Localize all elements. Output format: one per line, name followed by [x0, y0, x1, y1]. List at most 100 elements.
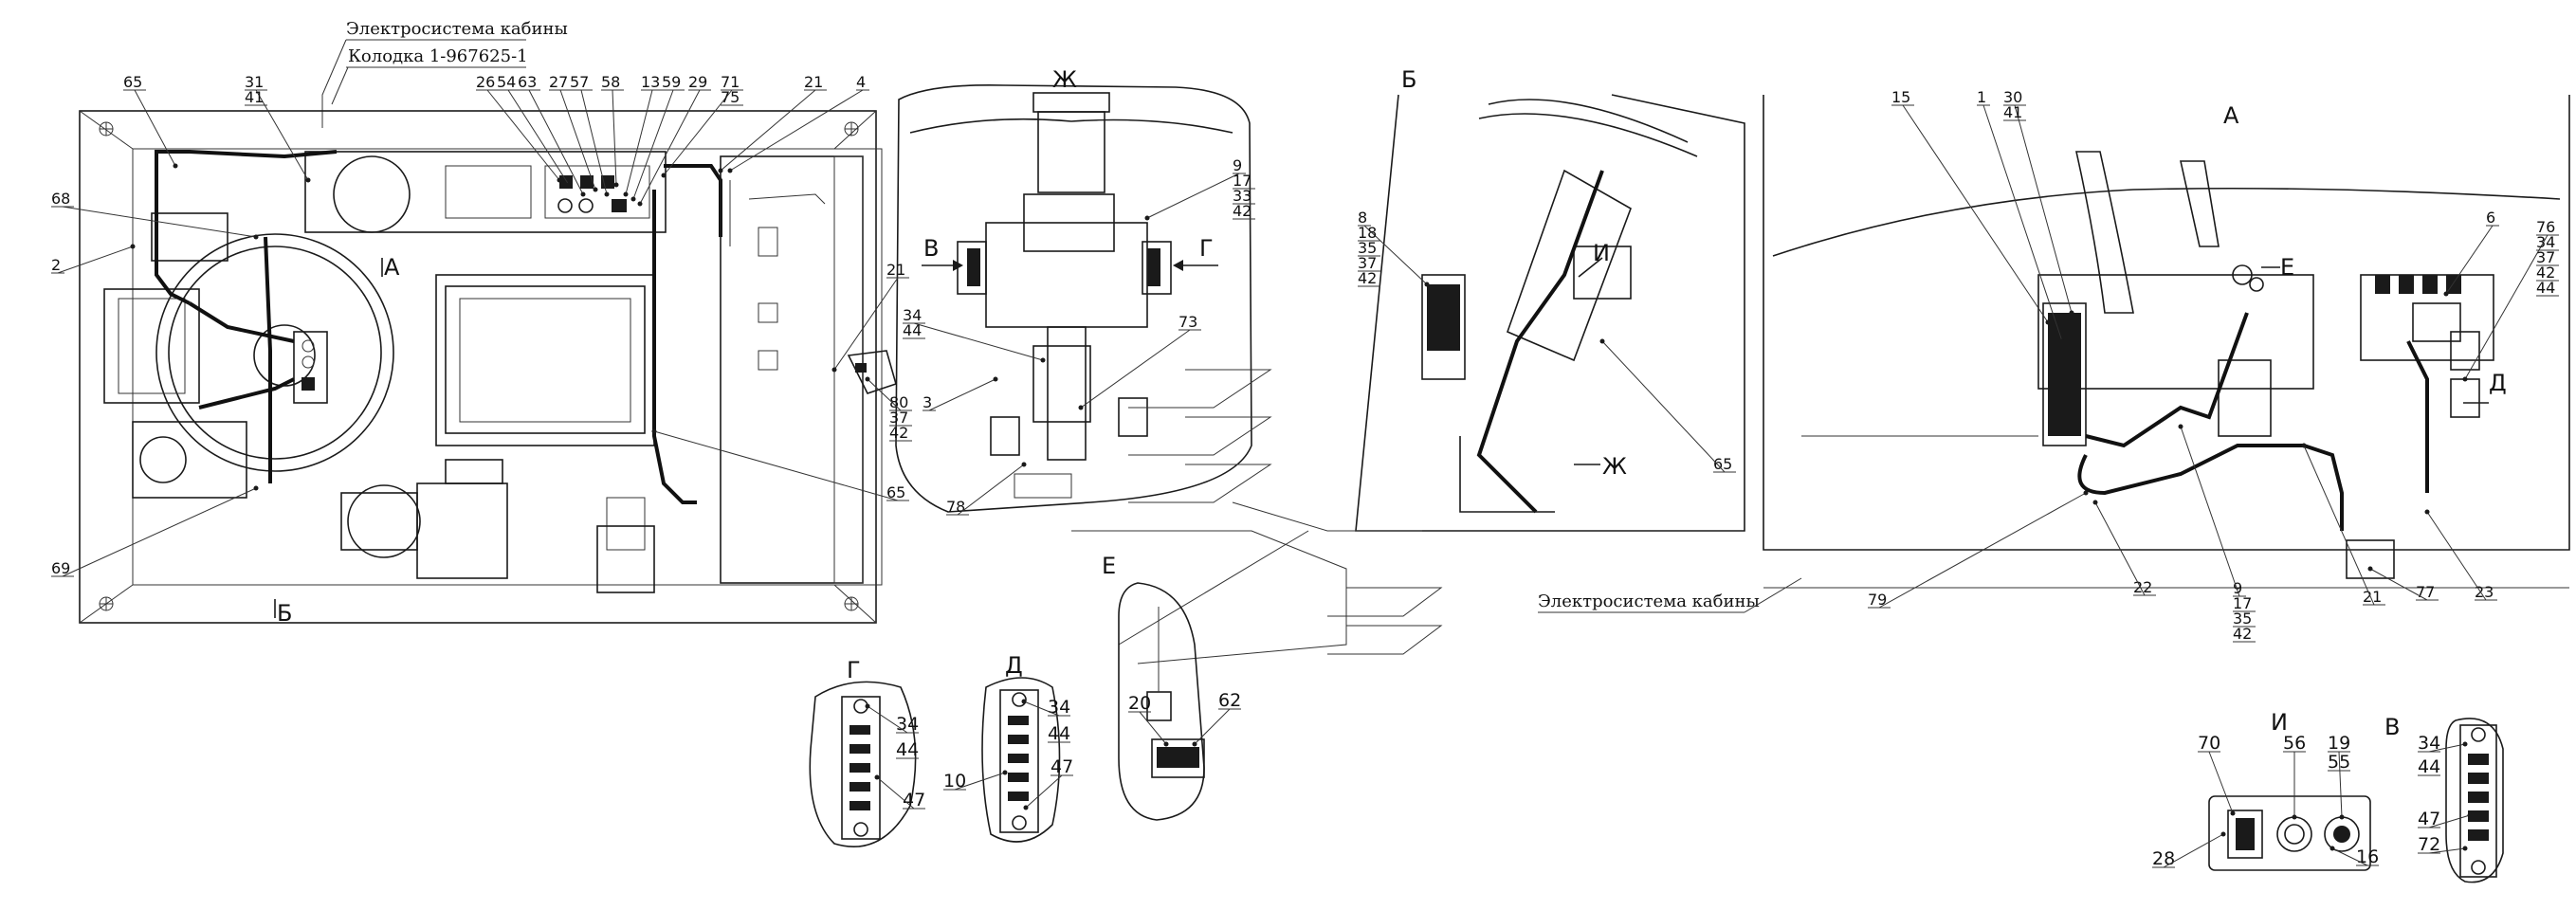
pump-77 — [2346, 539, 2395, 579]
callout-c56: 21 — [2363, 588, 2382, 606]
detail-e: Е — [1102, 553, 1205, 821]
callout-dot-c74 — [2462, 741, 2468, 747]
callout-dot-c56 — [2301, 443, 2307, 448]
view-label-a: А — [2223, 102, 2239, 129]
callout-c76: 47 — [2418, 809, 2440, 829]
callout-dot-c72 — [2220, 831, 2226, 837]
callout-dot-c70 — [2339, 814, 2345, 820]
callout-c60: 44 — [896, 739, 919, 760]
plan-view-panel: А Б — [79, 110, 897, 627]
callout-c39: 65 — [1713, 455, 1732, 473]
callout-dot-c1 — [173, 163, 178, 169]
callout-c41: 1 — [1977, 88, 1986, 106]
callout-c9: 58 — [601, 73, 620, 91]
callout-leader-c34 — [1363, 225, 1428, 285]
callout-dot-c44 — [2443, 291, 2449, 297]
callout-leader-c22 — [867, 378, 902, 411]
callout-leader-c30 — [913, 322, 1044, 361]
callout-c40: 15 — [1891, 88, 1910, 106]
callout-leader-c6 — [528, 89, 584, 195]
callout-dot-c32 — [993, 376, 998, 382]
callout-leader-c58 — [2426, 511, 2487, 601]
callout-c26: 17 — [1233, 172, 1251, 190]
callout-c45: 76 — [2536, 218, 2555, 236]
callout-c28: 42 — [1233, 202, 1251, 220]
callout-c25: 9 — [1233, 156, 1242, 174]
view-b: Б И Ж — [1071, 66, 1745, 664]
callout-c32: 3 — [923, 393, 932, 411]
callout-c72: 28 — [2152, 848, 2175, 869]
callout-dot-c16 — [727, 168, 733, 173]
callout-c48: 42 — [2536, 264, 2555, 282]
callout-dot-c7 — [593, 187, 598, 192]
view-label-b: Б — [1401, 66, 1416, 93]
callout-dot-c50 — [2083, 490, 2089, 496]
callout-c43: 41 — [2003, 103, 2022, 121]
view-arrow-e: Е — [2280, 254, 2294, 281]
callout-c54: 35 — [2233, 610, 2252, 628]
switch-block-v — [2459, 724, 2497, 878]
callout-dot-c9 — [613, 182, 619, 188]
callout-leader-c11 — [632, 89, 674, 200]
callout-dot-c67 — [1192, 741, 1197, 747]
callout-c74: 34 — [2418, 733, 2440, 754]
dashboard-outline — [304, 151, 667, 233]
callout-leader-c77 — [2428, 847, 2466, 854]
view-arrow-zh-2: Ж — [1602, 453, 1627, 480]
callout-c14: 75 — [721, 88, 740, 106]
callout-leader-c16 — [729, 89, 864, 172]
callout-c69: 56 — [2283, 733, 2306, 754]
steering-wheel — [155, 233, 394, 472]
callout-leader-c56 — [2303, 445, 2375, 606]
callout-dot-c58 — [2424, 509, 2430, 515]
callout-leader-c68 — [2208, 751, 2234, 814]
callout-leader-c13 — [663, 89, 733, 176]
callout-leader-c32 — [928, 378, 996, 411]
switch-block-d — [999, 689, 1039, 833]
callout-dot-c17 — [253, 234, 259, 240]
callout-dot-c13 — [661, 173, 667, 178]
callout-c17: 68 — [51, 190, 70, 208]
callout-c27: 33 — [1233, 187, 1251, 205]
callout-c11: 59 — [662, 73, 681, 91]
callout-c15: 21 — [804, 73, 823, 91]
callout-dot-c68 — [2230, 810, 2236, 816]
round-button-56 — [2276, 816, 2312, 852]
callout-c4: 26 — [476, 73, 495, 91]
callout-dot-c10 — [623, 191, 629, 197]
detail-label-d: Д — [1005, 652, 1023, 679]
callout-leader-c66 — [1139, 711, 1167, 745]
callout-leader-c62 — [1023, 701, 1060, 717]
callout-leader-c7 — [559, 89, 596, 191]
seat-block — [103, 288, 200, 404]
callout-dot-c66 — [1163, 741, 1169, 747]
callout-c57: 77 — [2416, 583, 2435, 601]
callout-dot-c4 — [557, 177, 562, 183]
callout-leader-c10 — [625, 89, 653, 195]
callout-dot-c76 — [2467, 812, 2473, 818]
callout-c16: 4 — [856, 73, 866, 91]
callout-c73: 16 — [2356, 846, 2379, 867]
callout-c29: 73 — [1178, 313, 1197, 331]
switch-block-g — [841, 696, 881, 840]
callout-leader-c74 — [2428, 743, 2466, 753]
detail-label-v: В — [2384, 714, 2400, 740]
callout-dot-c19 — [253, 485, 259, 491]
callout-c44: 6 — [2486, 209, 2495, 227]
callout-c52: 9 — [2233, 579, 2242, 597]
callout-leader-c52 — [2180, 426, 2240, 597]
callout-dot-c5 — [566, 182, 572, 188]
callout-c19: 69 — [51, 559, 70, 577]
callout-c18: 2 — [51, 256, 61, 274]
callout-dot-c69 — [2292, 814, 2297, 820]
view-arrow-B: Б — [277, 600, 292, 627]
callout-leader-c25 — [1146, 173, 1240, 219]
gauge-dial — [333, 155, 411, 233]
view-zh: Ж В Г — [895, 66, 1252, 513]
callout-dot-c62 — [1021, 699, 1027, 704]
callout-c3: 41 — [245, 88, 264, 106]
callout-c5: 54 — [497, 73, 516, 91]
callout-c37: 37 — [1358, 254, 1377, 272]
callout-leader-c57 — [2369, 568, 2428, 601]
callout-leader-c15 — [720, 89, 816, 172]
